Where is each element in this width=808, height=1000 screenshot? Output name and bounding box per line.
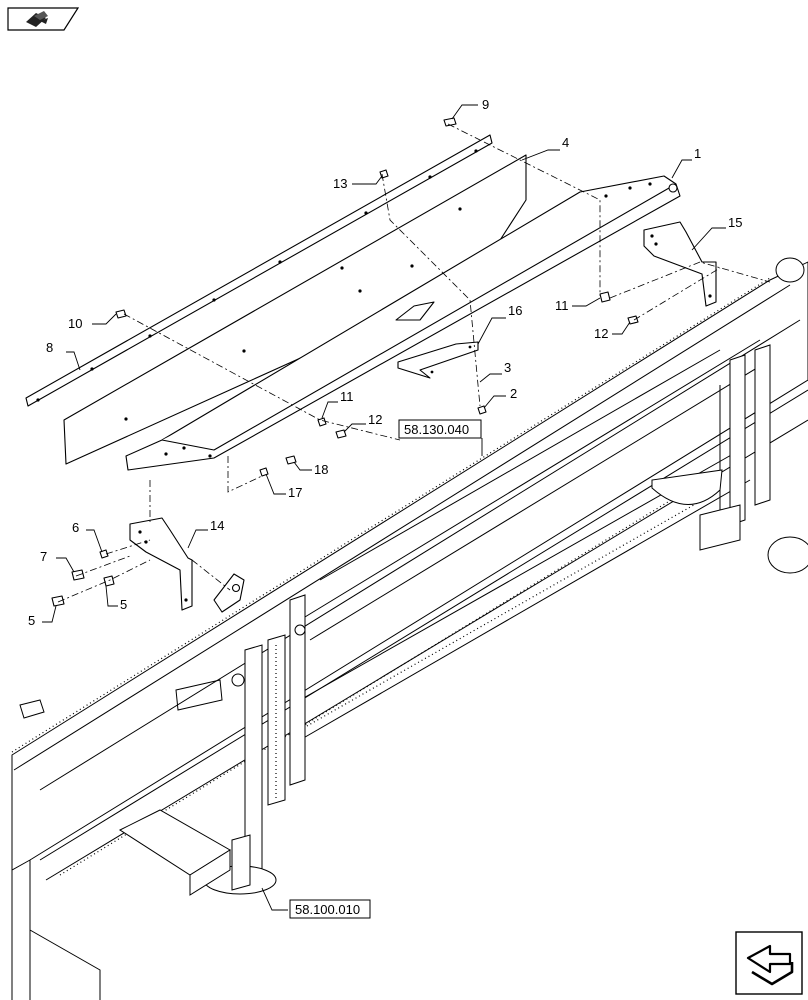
hardware	[51, 117, 639, 607]
callout-10: 10	[68, 316, 82, 331]
callout-12-upper: 12	[594, 326, 608, 341]
callout-16: 16	[508, 303, 522, 318]
callout-2: 2	[510, 386, 517, 401]
ref-box-58-130-040[interactable]: 58.130.040	[398, 419, 482, 439]
callout-13: 13	[333, 176, 347, 191]
callout-6: 6	[72, 520, 79, 535]
header-frame	[11, 257, 808, 1000]
top-nav-button[interactable]	[7, 7, 80, 31]
ref-box-58-100-010[interactable]: 58.100.010	[289, 899, 371, 919]
callout-17: 17	[288, 485, 302, 500]
callout-7: 7	[40, 549, 47, 564]
callout-12-lower: 12	[368, 412, 382, 427]
part-16-angle	[397, 341, 479, 379]
callout-9: 9	[482, 97, 489, 112]
callout-8: 8	[46, 340, 53, 355]
return-nav-button[interactable]	[735, 931, 803, 995]
callout-14: 14	[210, 518, 224, 533]
callout-5-right: 5	[120, 597, 127, 612]
callout-5-left: 5	[28, 613, 35, 628]
ref-label-top: 58.130.040	[404, 422, 469, 437]
leader-lines	[42, 104, 726, 911]
callout-3: 3	[504, 360, 511, 375]
part-15-bracket	[643, 221, 717, 307]
callout-4: 4	[562, 135, 569, 150]
callout-15: 15	[728, 215, 742, 230]
return-arrow-icon	[746, 944, 794, 986]
callout-18: 18	[314, 462, 328, 477]
ref-label-bottom: 58.100.010	[295, 902, 360, 917]
book-arrow-icon	[26, 11, 48, 27]
assembly-lines	[57, 123, 771, 603]
callout-1: 1	[694, 146, 701, 161]
callout-labels: 9 4 1 13 15 10 8 11 12 16 3 2 11 12 18 1…	[28, 97, 742, 628]
part-8-strip	[25, 134, 493, 407]
callout-11-upper: 11	[555, 298, 569, 313]
callout-11-lower: 11	[340, 389, 354, 404]
